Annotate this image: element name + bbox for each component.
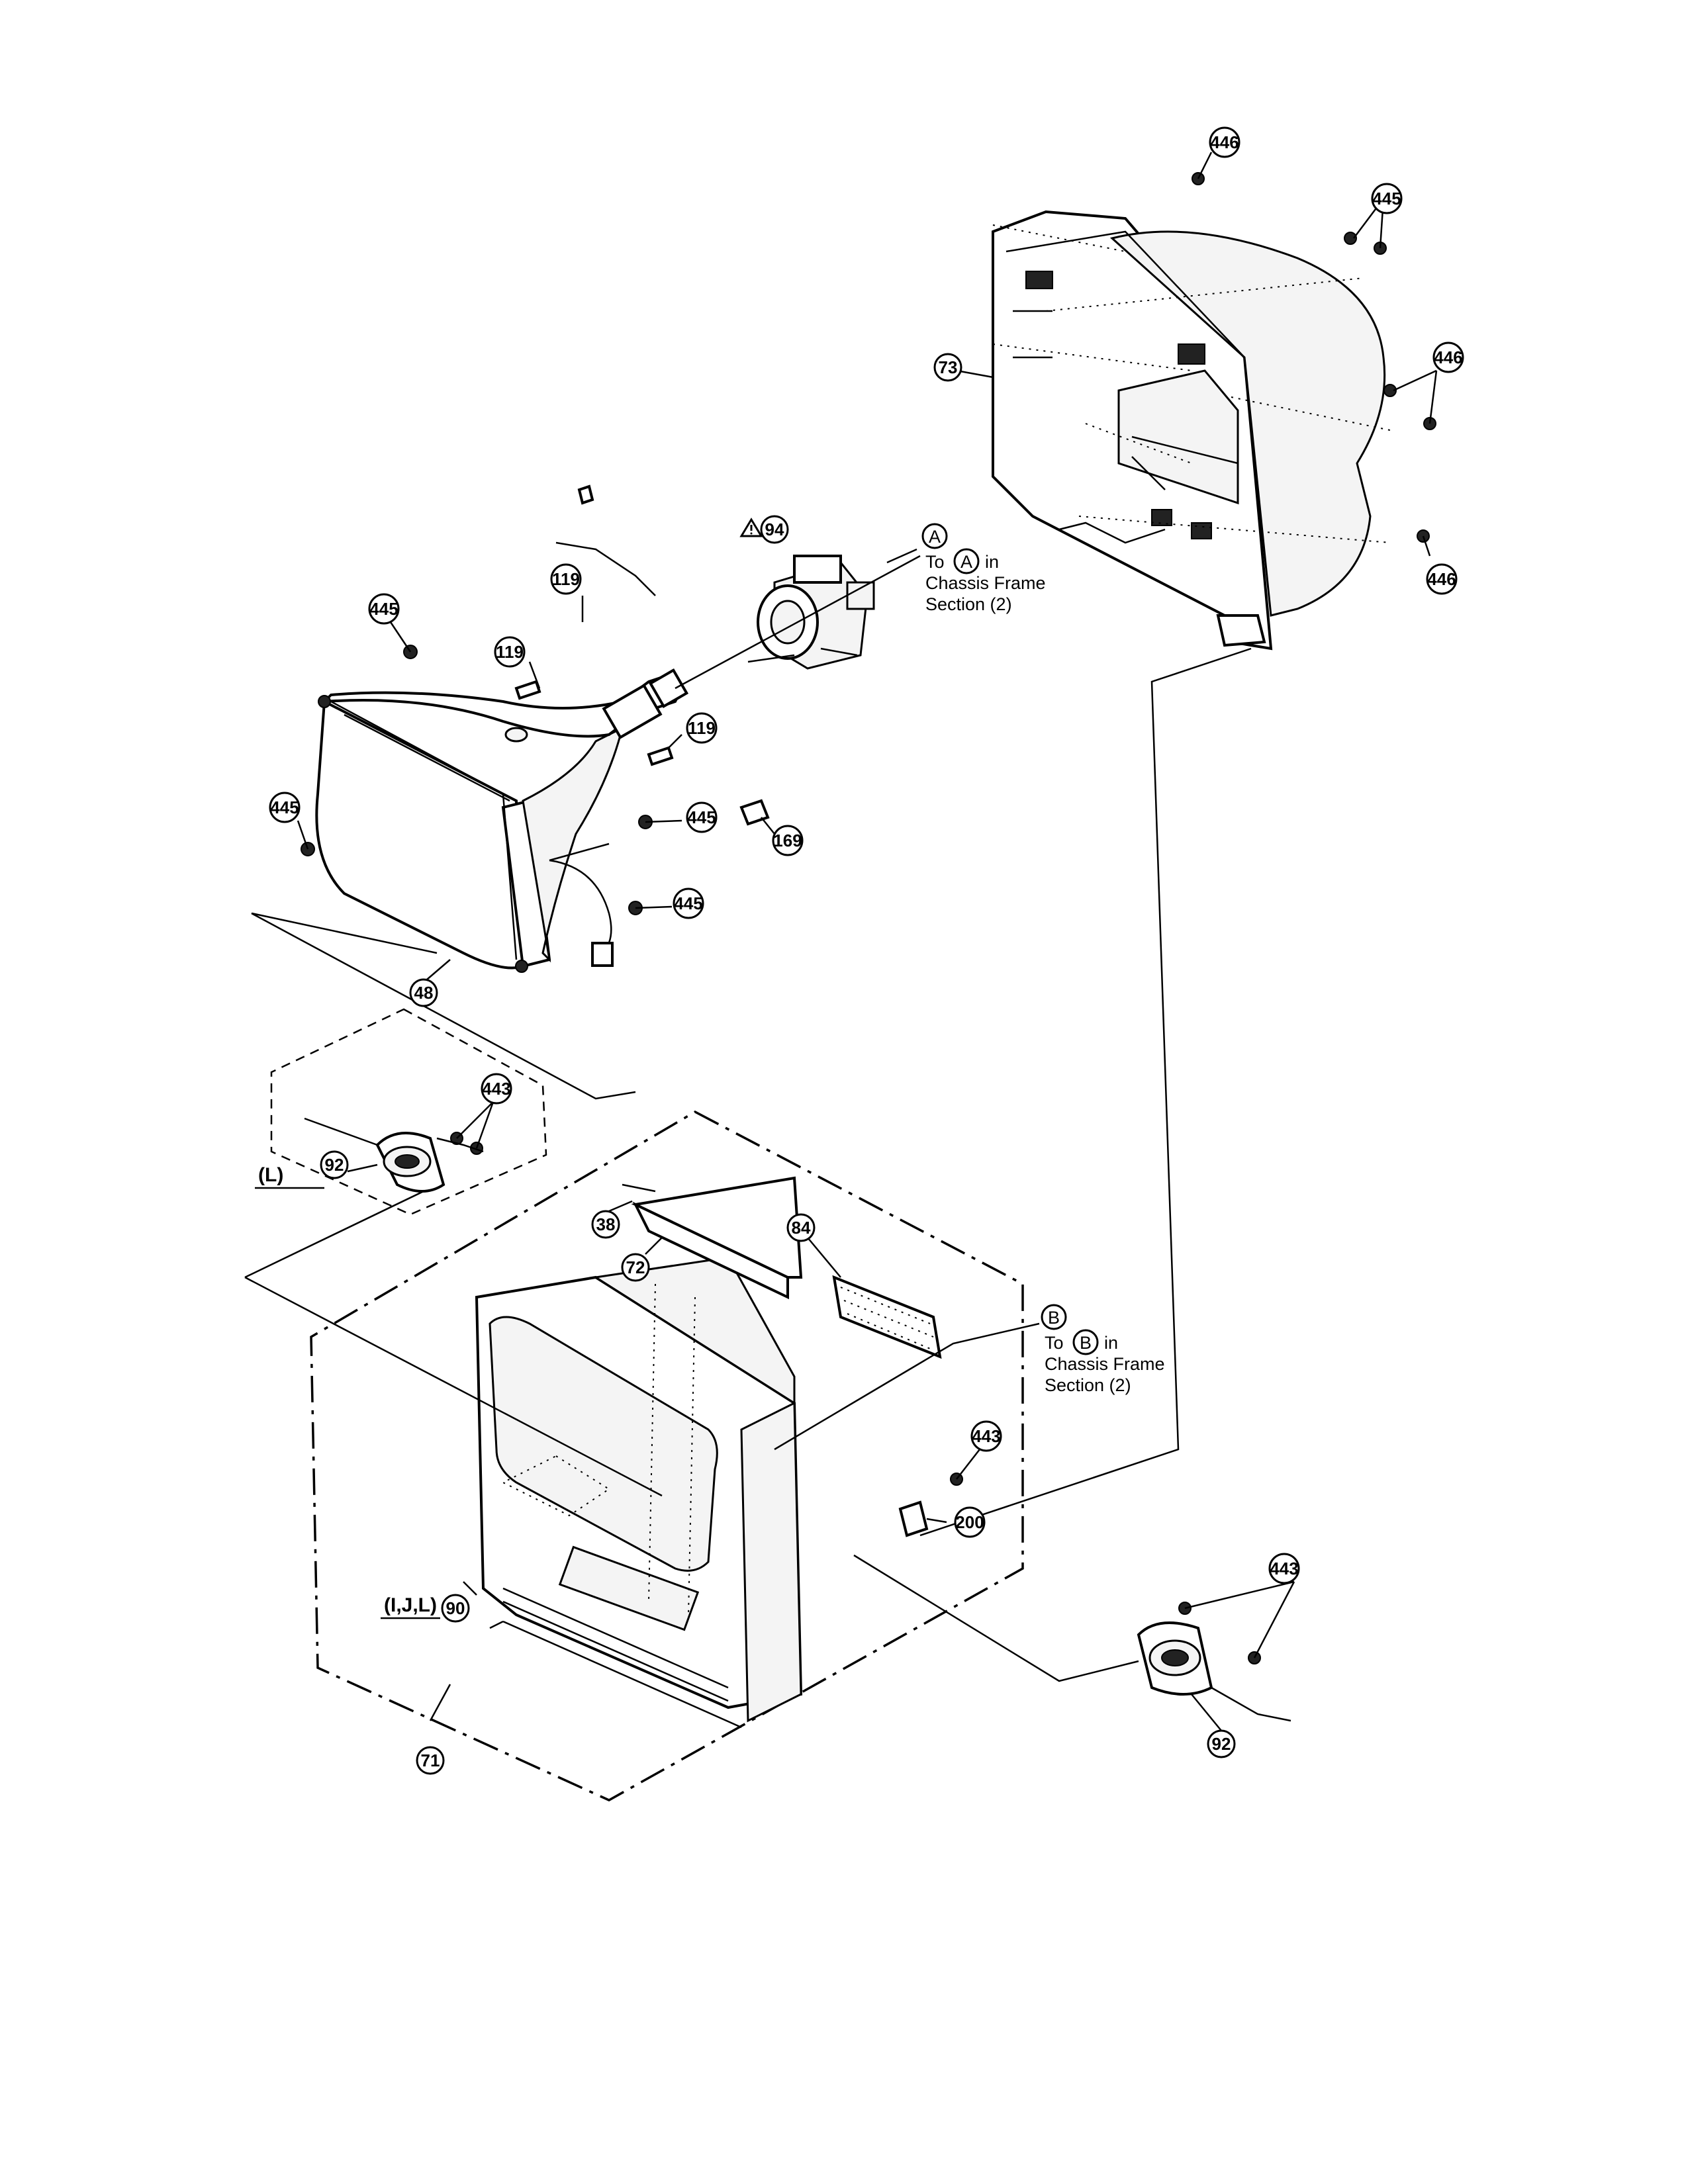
callout-84-19: 84 (786, 1213, 816, 1242)
ref-b-to: To (1045, 1333, 1064, 1353)
part-119-clip-right (647, 746, 674, 766)
ref-b-line2: Chassis Frame (1045, 1354, 1165, 1374)
callout-119-9: 119 (686, 712, 718, 744)
control-panel-72 (622, 1176, 803, 1300)
callout-label-38: 38 (596, 1214, 616, 1234)
callout-443-15: 443 (481, 1073, 512, 1105)
part-119-clip-top (577, 484, 594, 505)
callout-445-12: 445 (269, 792, 301, 823)
callout-label-446: 446 (1427, 569, 1456, 589)
callout-label-72: 72 (626, 1257, 645, 1277)
callout-label-73: 73 (939, 357, 958, 377)
tag-ijl: (I,J,L) (384, 1594, 437, 1616)
callout-119-6: 119 (550, 563, 582, 595)
callout-169-10: 169 (772, 825, 804, 856)
callout-446-4: 446 (1426, 563, 1458, 595)
callout-label-92: 92 (325, 1155, 344, 1175)
board-84 (832, 1275, 942, 1359)
ref-a-to: To (925, 552, 945, 572)
callout-label-443: 443 (972, 1426, 1000, 1446)
callout-48-14: 48 (409, 978, 438, 1007)
callout-label-446: 446 (1210, 132, 1239, 152)
picture-tube (315, 668, 689, 970)
ref-a-letter: A (929, 527, 941, 547)
callout-label-90: 90 (446, 1598, 465, 1618)
warning-triangle-icon (739, 518, 763, 537)
part-119-clip-left (514, 680, 541, 700)
front-cabinet-boundary (310, 1110, 1024, 1801)
callout-446-3: 446 (1432, 341, 1464, 373)
callout-label-119: 119 (552, 569, 580, 589)
speaker-right (1137, 1621, 1291, 1722)
rear-cabinet (992, 210, 1386, 651)
part-119-wire (555, 541, 656, 596)
callout-label-445: 445 (1372, 189, 1401, 208)
ref-b-line3: Section (2) (1045, 1375, 1131, 1395)
callout-label-445: 445 (674, 893, 702, 913)
callout-label-119: 119 (688, 718, 716, 738)
callout-90-24: 90 (441, 1594, 470, 1623)
callout-72-18: 72 (621, 1253, 650, 1282)
assembly-guide-lines (244, 224, 1391, 1682)
callout-445-11: 445 (686, 801, 718, 833)
callout-445-7: 445 (368, 593, 400, 625)
ref-a-letter-inline: A (960, 552, 972, 572)
callout-label-200: 200 (955, 1512, 984, 1532)
callout-119-8: 119 (494, 636, 526, 668)
front-cabinet (475, 1256, 803, 1729)
callout-label-92: 92 (1212, 1734, 1231, 1754)
ref-b-letter: B (1048, 1308, 1060, 1328)
callout-445-1: 445 (1371, 183, 1403, 214)
ref-a-suffix: in (985, 552, 999, 572)
callout-label-169: 169 (773, 831, 802, 850)
callout-label-443: 443 (482, 1079, 510, 1099)
callout-label-445: 445 (270, 797, 299, 817)
ref-a-line3: Section (2) (925, 594, 1012, 614)
callout-200-21: 200 (954, 1506, 986, 1538)
callout-label-445: 445 (369, 599, 398, 619)
callout-label-445: 445 (687, 807, 716, 827)
tag-l: (L) (258, 1164, 283, 1186)
callout-label-119: 119 (496, 642, 524, 662)
leader-lines (297, 152, 1438, 1731)
callout-443-22: 443 (1268, 1553, 1300, 1584)
callout-445-13: 445 (673, 887, 704, 919)
callout-94-5: 94 (760, 515, 789, 544)
variant-tags: (L) (I,J,L) (255, 1164, 440, 1619)
callout-bubbles: 446 445 73 446 446 94 119 445 119 119 169 445 445 445… (269, 126, 1464, 1775)
callout-label-94: 94 (765, 520, 784, 539)
callout-443-20: 443 (970, 1420, 1002, 1452)
ref-b-suffix: in (1104, 1333, 1118, 1353)
callout-38-17: 38 (591, 1210, 620, 1239)
callout-92-23: 92 (1207, 1729, 1236, 1758)
chassis-reference-b: B To B in Chassis Frame Section (2) (1041, 1304, 1165, 1395)
callout-71-25: 71 (416, 1746, 445, 1775)
speaker-left (304, 1117, 484, 1193)
callout-label-71: 71 (421, 1751, 440, 1770)
callout-label-443: 443 (1270, 1559, 1298, 1578)
callout-446-0: 446 (1209, 126, 1240, 158)
speaker-l-variant-box (270, 1008, 547, 1216)
callout-label-48: 48 (414, 983, 434, 1003)
callout-label-84: 84 (792, 1218, 811, 1238)
part-200 (898, 1500, 929, 1537)
ref-b-letter-inline: B (1080, 1333, 1092, 1353)
callout-92-16: 92 (320, 1150, 349, 1179)
deflection-yoke (747, 555, 875, 670)
chassis-reference-a: A To A in Chassis Frame Section (2) (921, 523, 1046, 614)
callout-label-446: 446 (1434, 347, 1462, 367)
callout-73-2: 73 (933, 353, 962, 382)
ref-a-line2: Chassis Frame (925, 573, 1046, 593)
